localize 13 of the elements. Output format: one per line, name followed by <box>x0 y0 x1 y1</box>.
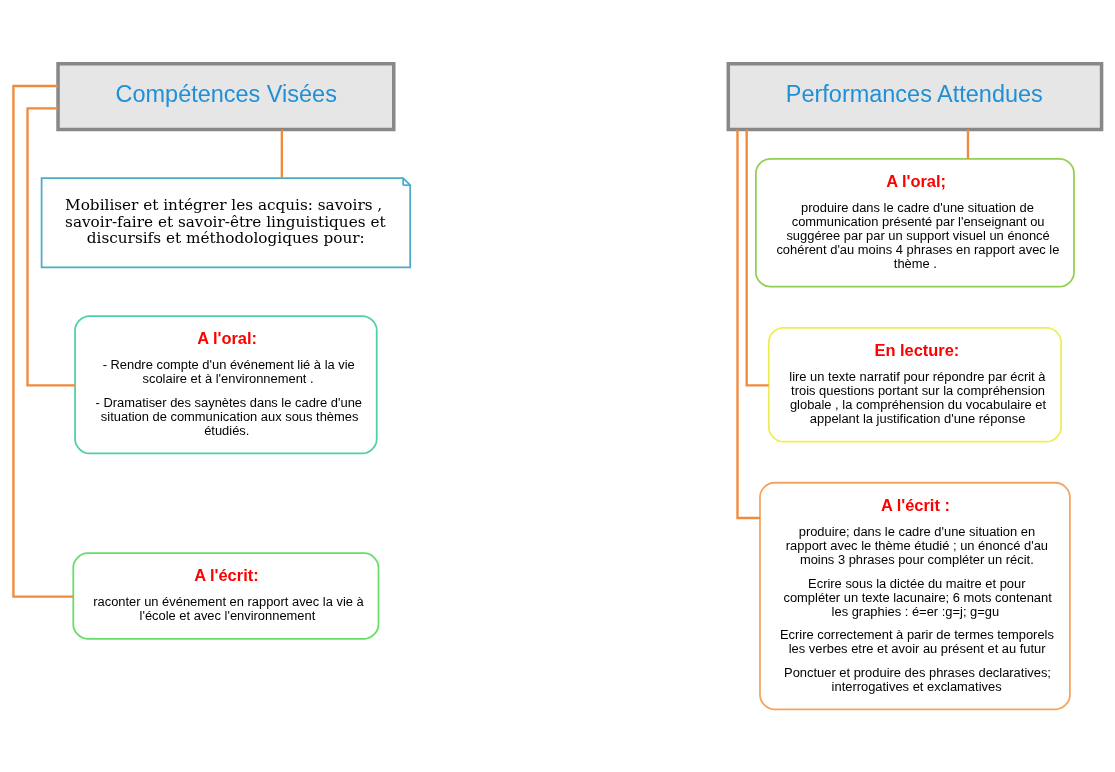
node-box: En lecture: lire un texte narratif pour répondre par écrit à trois questions portant sur la compréhension globale , la compréhension du vocabulaire et appelant la justification d'une réponse <box>767 326 1062 443</box>
node-box: A l'écrit: raconter un événement en rapport avec la vie à l'école et avec l'environnement <box>72 551 380 640</box>
connector <box>26 106 76 386</box>
connector <box>966 129 970 159</box>
connector <box>280 129 284 178</box>
connector <box>12 84 74 598</box>
connector <box>745 129 769 386</box>
node-box: Compétences Visées <box>56 61 396 131</box>
node-box: A l'oral: - Rendre compte d'un événement lié à la vie scolaire et à l'environnement . - Dramatiser des saynètes dans le cadre d'une situation de communication aux sous thèmes étudiés. <box>74 314 378 454</box>
node-box: A l'oral; produire dans le cadre d'une situation de communication présenté par l'enseignant ou suggéree par par un support visuel un énoncé cohérent d'au moins 4 phrases en rapport avec le thème . <box>755 157 1075 288</box>
connector <box>736 129 760 519</box>
node-box: A l'écrit : produire; dans le cadre d'une situation en rapport avec le thème étudié ; un énoncé d'au moins 3 phrases pour compléter un récit. Ecrire sous la dictée du maitre et pour compléter un texte lacunaire; 6 mots contenant les graphies : é=er :g=j; g=gu Ecrire correctement à parir de termes temporels les verbes etre et avoir au présent et au futur Ponctuer et produire des phrases declaratives; interrogatives et exclamatives <box>759 481 1071 710</box>
node-box: Performances Attendues <box>726 61 1104 131</box>
